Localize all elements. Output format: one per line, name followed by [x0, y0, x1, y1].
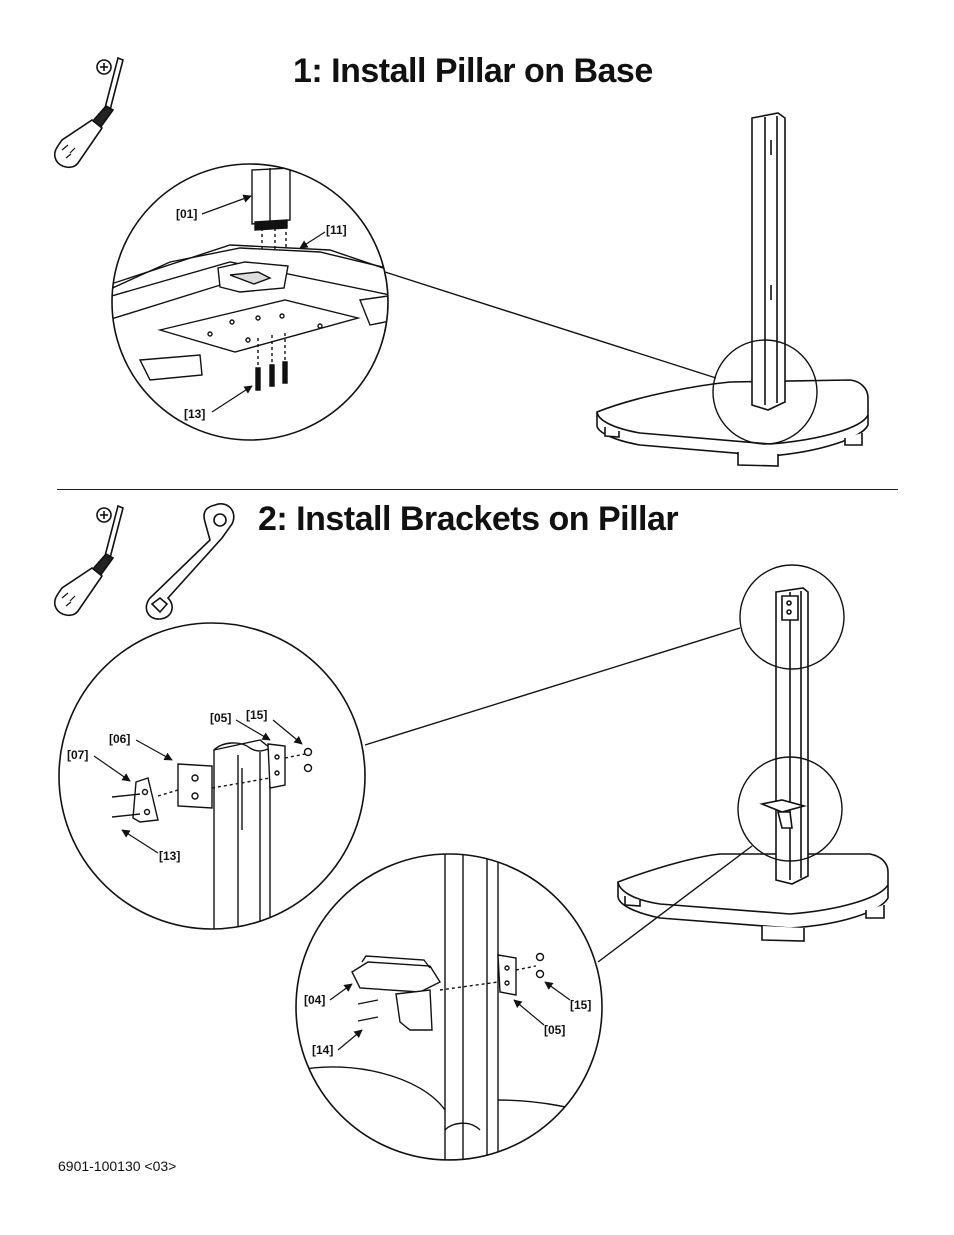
wrench-icon [145, 503, 235, 620]
callout-11: [11] [326, 223, 347, 237]
callout-04: [04] [304, 993, 325, 1007]
screwdriver-icon [53, 504, 124, 617]
callout-15: [15] [246, 708, 267, 722]
part-number: 6901-100130 <03> [58, 1158, 177, 1174]
callout-13: [13] [159, 849, 180, 863]
step-1-title: 1: Install Pillar on Base [293, 52, 653, 90]
stand-step1 [596, 112, 869, 467]
callout-01: [01] [176, 207, 197, 221]
detail-pillar-base [112, 167, 388, 440]
stand-step2 [617, 564, 889, 942]
callout-15: [15] [570, 998, 591, 1012]
detail-bracket-top [111, 739, 313, 929]
screwdriver-icon [53, 56, 124, 169]
callout-13: [13] [184, 407, 205, 421]
callout-06: [06] [109, 732, 130, 746]
callout-14: [14] [312, 1043, 333, 1057]
callout-05: [05] [210, 711, 231, 725]
step-2-title: 2: Install Brackets on Pillar [258, 500, 679, 538]
detail-bracket-bottom [299, 854, 602, 1160]
callout-07: [07] [67, 748, 88, 762]
callout-05: [05] [544, 1023, 565, 1037]
section-divider [57, 489, 898, 490]
